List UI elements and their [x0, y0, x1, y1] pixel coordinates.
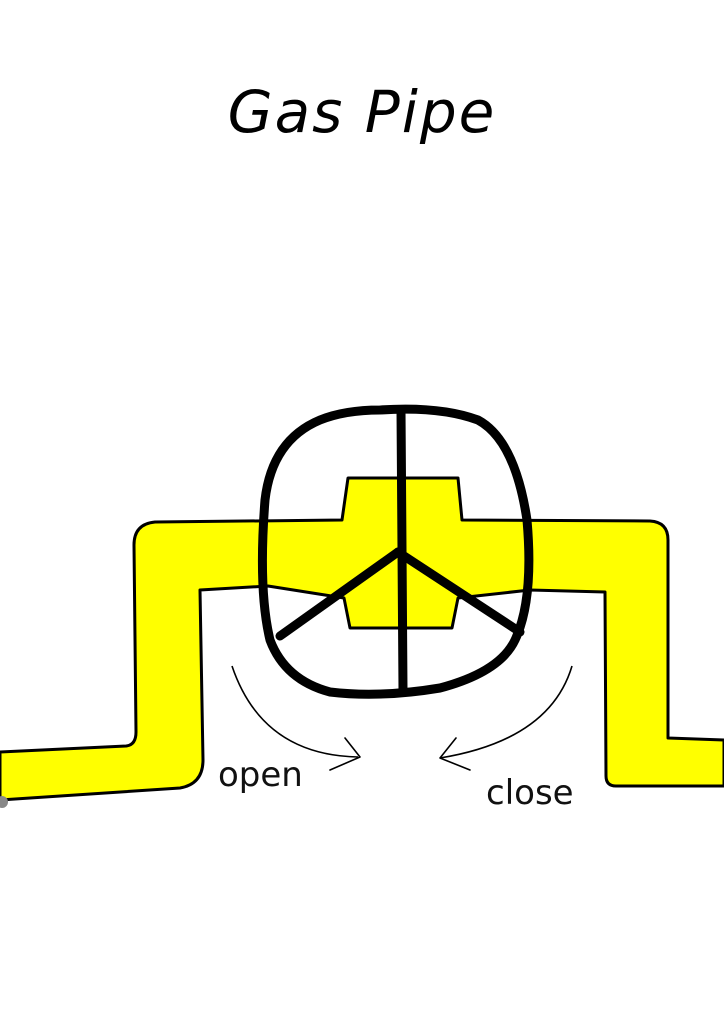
handwheel-spoke-left: [275, 547, 403, 641]
handwheel-spoke-right: [393, 547, 525, 637]
diagram-title: Gas Pipe: [227, 78, 497, 146]
close-arrowhead: [439, 737, 471, 771]
pipe-end-marker: [0, 796, 8, 808]
open-arrowhead: [329, 737, 361, 771]
handwheel-icon: [257, 404, 534, 699]
open-label: open: [218, 755, 303, 795]
close-arrow: [439, 665, 573, 759]
gas-pipe: [0, 476, 724, 802]
open-arrow: [231, 665, 359, 758]
close-label: close: [486, 773, 574, 813]
